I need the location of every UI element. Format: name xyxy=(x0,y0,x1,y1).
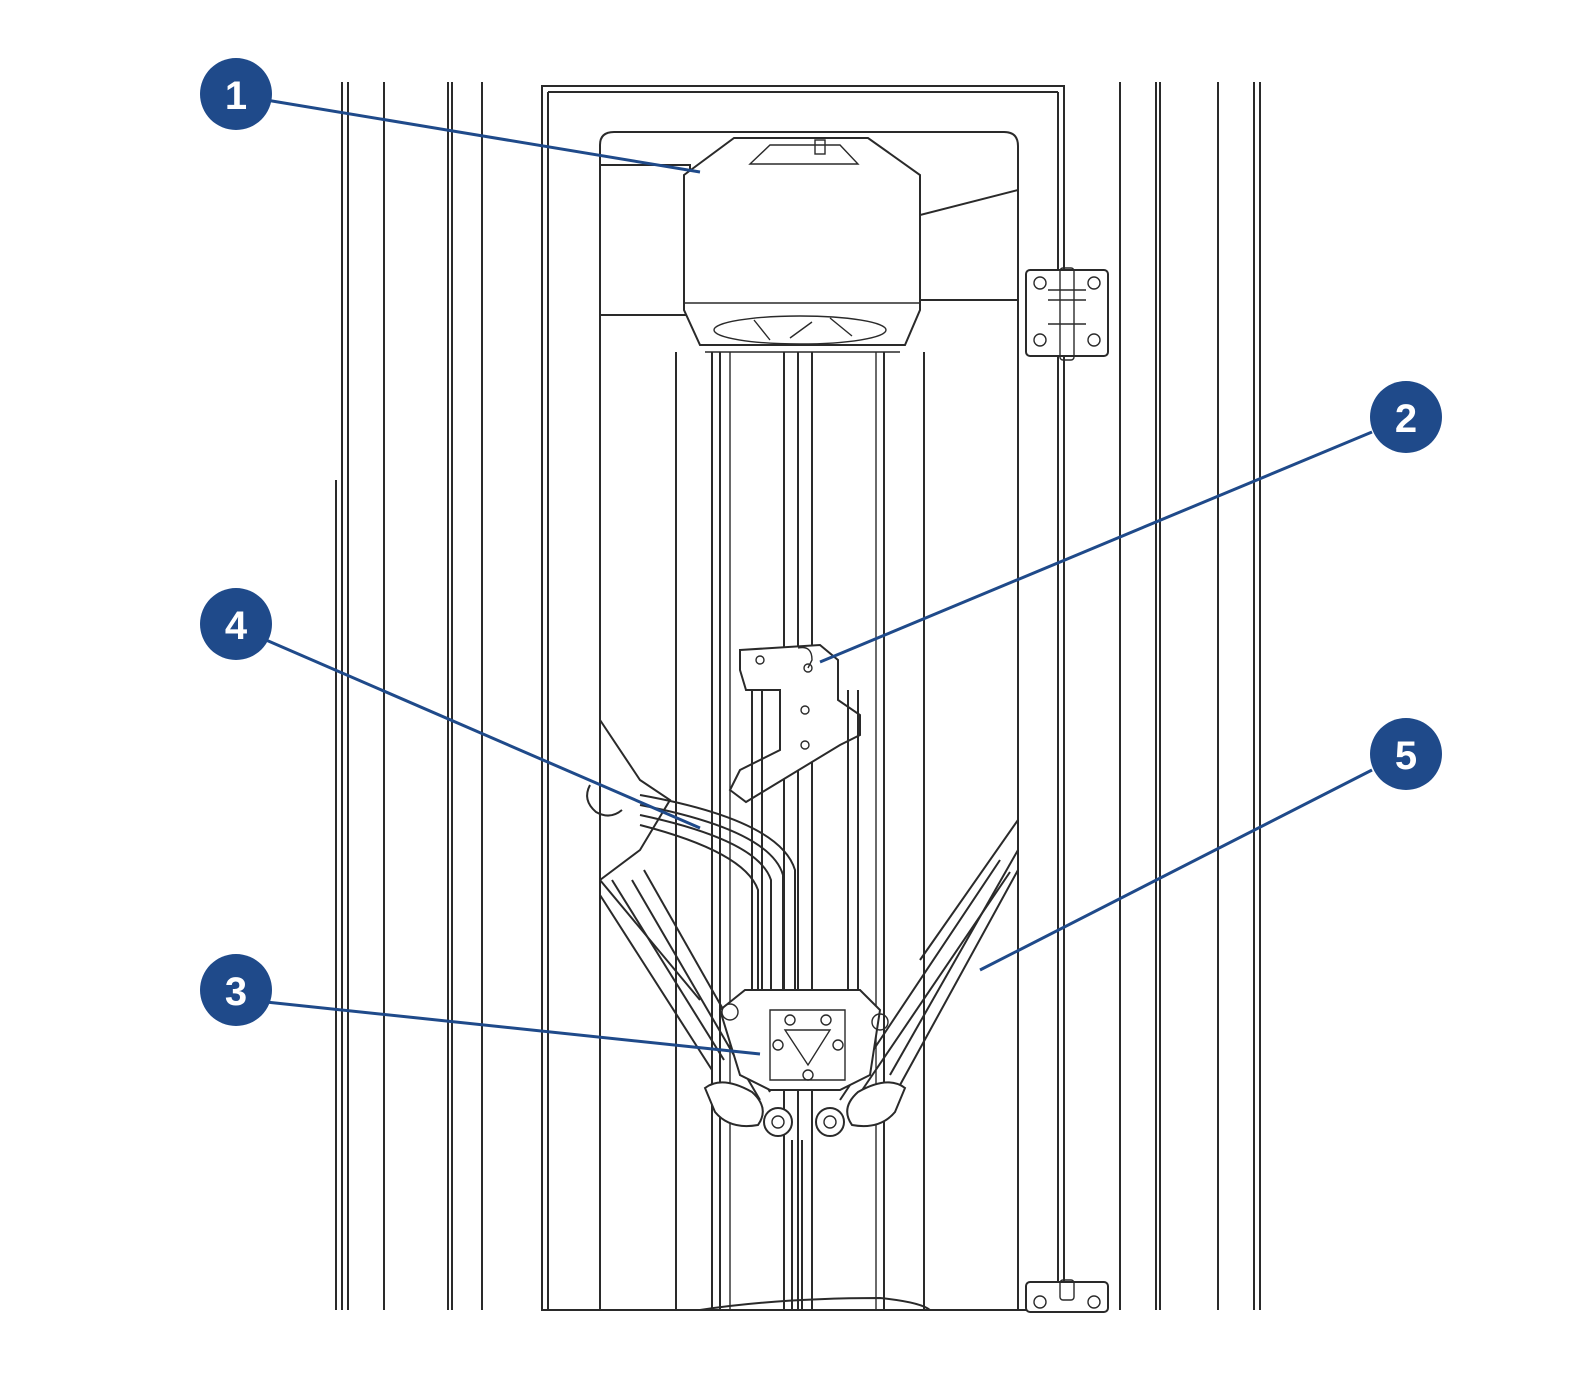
callout-number-5: 5 xyxy=(1395,734,1417,778)
leader-line-3 xyxy=(265,1000,761,1056)
callout-circle-3 xyxy=(200,954,272,1026)
callout-number-1: 1 xyxy=(225,74,247,118)
left-frame-extrusions xyxy=(335,82,483,1310)
center-rails xyxy=(675,352,925,1310)
bowden-tubes xyxy=(639,794,796,990)
top-housing xyxy=(599,137,1019,353)
leader-line-4 xyxy=(265,638,701,830)
callout-circle-5 xyxy=(1370,718,1442,790)
leader-line-1 xyxy=(265,98,701,174)
callout-5: 5 xyxy=(1370,718,1442,790)
callout-circle-1 xyxy=(200,58,272,130)
print-head xyxy=(703,989,907,1137)
callout-4: 4 xyxy=(200,588,272,660)
callout-circle-4 xyxy=(200,588,272,660)
callout-number-4: 4 xyxy=(225,604,248,648)
upper-hinge xyxy=(1025,267,1109,361)
bottom-base xyxy=(699,1140,931,1311)
carriage xyxy=(728,643,861,990)
lower-hinge xyxy=(1025,1279,1109,1313)
callout-1: 1 xyxy=(200,58,272,130)
leader-line-2 xyxy=(819,430,1373,664)
callout-3: 3 xyxy=(200,954,272,1026)
leader-lines xyxy=(265,98,1373,1056)
callout-2: 2 xyxy=(1370,381,1442,453)
callout-number-2: 2 xyxy=(1395,397,1417,441)
leader-line-5 xyxy=(979,768,1373,972)
callout-circle-2 xyxy=(1370,381,1442,453)
callout-number-3: 3 xyxy=(225,970,247,1014)
right-frame-extrusions xyxy=(1119,82,1261,1310)
